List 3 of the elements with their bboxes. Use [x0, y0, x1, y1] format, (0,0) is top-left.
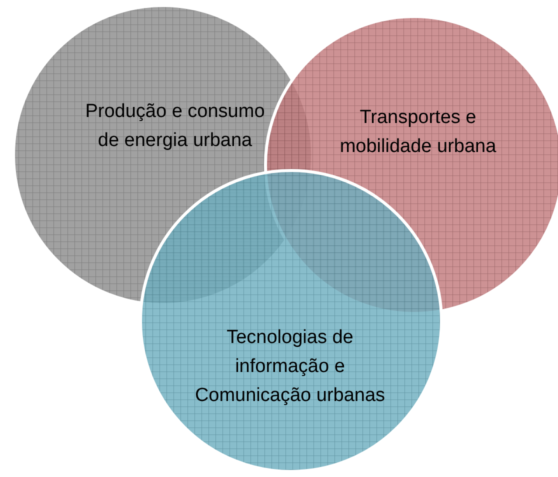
circle-label: Transportes e mobilidade urbana — [338, 106, 498, 159]
circle-label: Tecnologias de informação e Comunicação urbanas — [194, 326, 386, 408]
circle-label: Produção e consumo de energia urbana — [84, 100, 266, 153]
